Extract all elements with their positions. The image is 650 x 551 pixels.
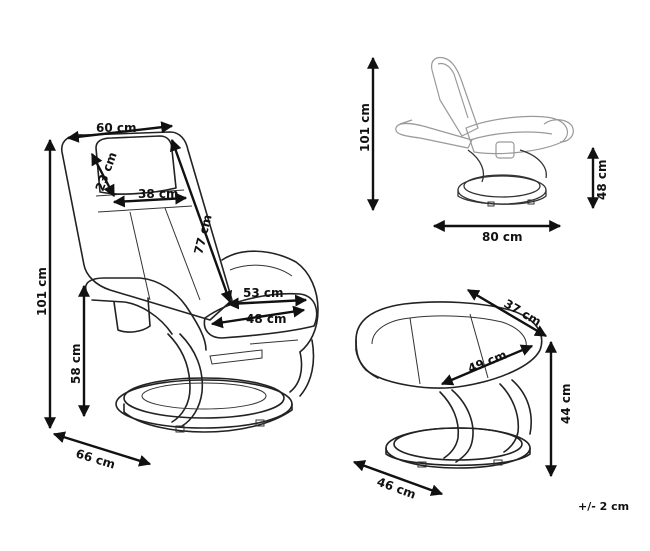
reclined-chair-drawing bbox=[395, 56, 574, 207]
headrest-arrow bbox=[90, 152, 116, 198]
ottoman-drawing bbox=[355, 301, 543, 469]
side-length-label: 80 cm bbox=[482, 230, 523, 244]
chair-front-dimensions: 60 cm 23 cm 38 cm 77 cm 53 cm 48 cm 101 … bbox=[35, 121, 308, 472]
ottoman-depth-arrow bbox=[466, 288, 548, 338]
ottoman-dimensions: 37 cm 49 cm 44 cm 46 cm bbox=[352, 288, 573, 502]
width-top-arrow bbox=[66, 121, 174, 143]
seat-depth-arrow bbox=[226, 294, 308, 310]
headrest-width-label: 38 cm bbox=[138, 187, 179, 201]
seat-height-label: 58 cm bbox=[69, 344, 83, 385]
depth-arrow bbox=[52, 431, 152, 467]
ottoman-base-arrow bbox=[352, 460, 444, 496]
width-top-label: 60 cm bbox=[96, 121, 137, 135]
backrest-arrow bbox=[169, 138, 233, 304]
side-seat-height-label: 48 cm bbox=[595, 160, 609, 201]
chair-side-dimensions: 101 cm 48 cm 80 cm bbox=[358, 56, 609, 244]
seat-depth-label: 53 cm bbox=[243, 286, 284, 300]
ottoman-height-label: 44 cm bbox=[559, 384, 573, 425]
ottoman-width-arrow bbox=[440, 344, 534, 386]
seat-width-arrow bbox=[210, 305, 306, 329]
seat-width-label: 48 cm bbox=[246, 312, 287, 326]
ottoman-width-label: 49 cm bbox=[466, 348, 509, 376]
height-label: 101 cm bbox=[35, 267, 49, 316]
tolerance-note: +/- 2 cm bbox=[578, 500, 629, 513]
ottoman-base-label: 46 cm bbox=[375, 475, 418, 502]
depth-label: 66 cm bbox=[74, 446, 117, 471]
side-height-label: 101 cm bbox=[358, 103, 372, 152]
